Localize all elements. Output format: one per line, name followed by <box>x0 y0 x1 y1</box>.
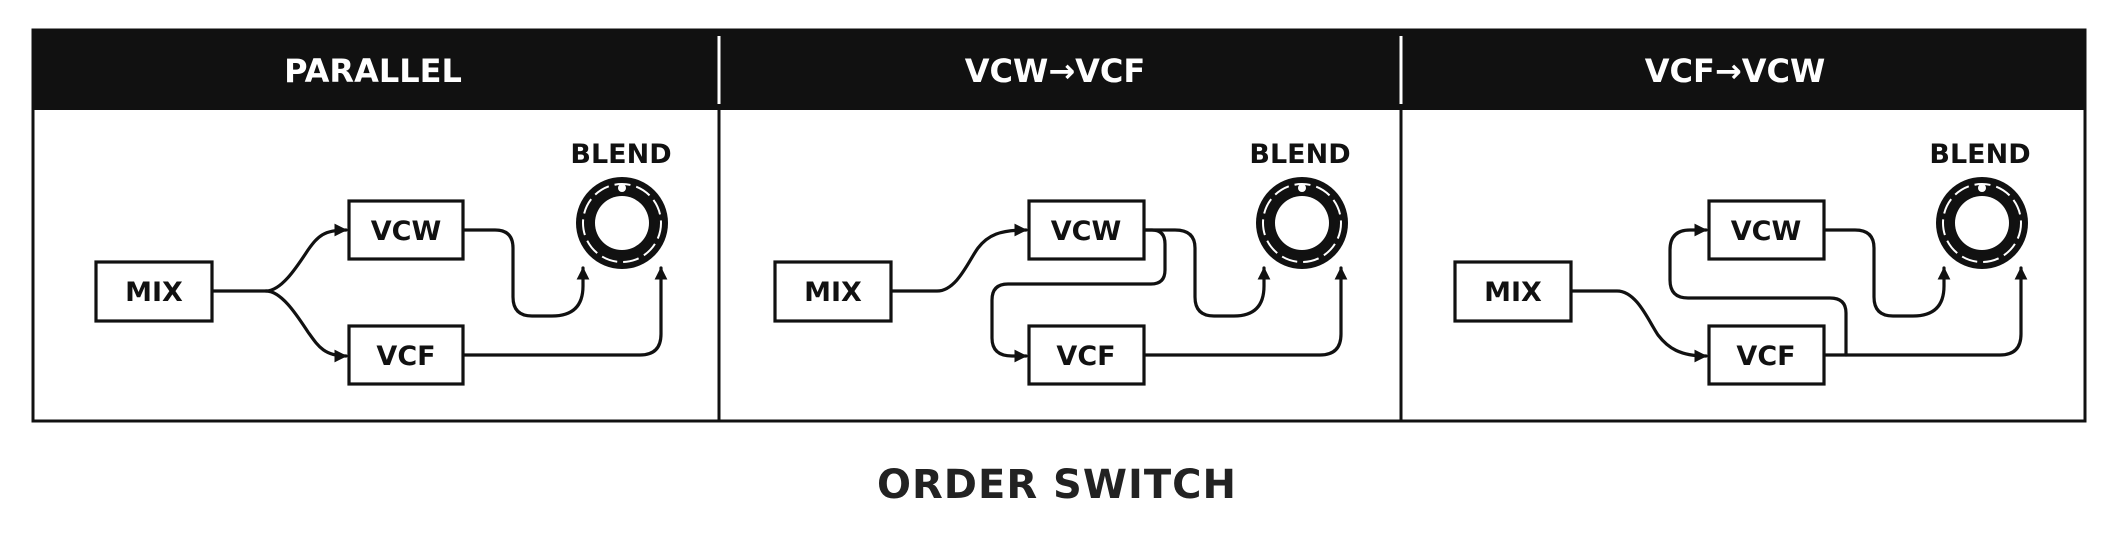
wire-vcw-to-blend <box>1142 228 1271 318</box>
vcf-box <box>1707 324 1826 386</box>
mix-box <box>1453 260 1573 323</box>
diagram-title: ORDER SWITCH <box>877 462 1237 508</box>
vcw-box <box>1027 199 1146 261</box>
vcw-box <box>347 199 465 261</box>
mix-label: MIX <box>1484 277 1542 308</box>
header-bar <box>33 30 2085 110</box>
wire-to-vcw <box>264 223 348 293</box>
vcf-label: VCF <box>1056 341 1115 372</box>
panel-parallel: MIX VCW VCF BLEND <box>94 139 672 386</box>
header-vcw-vcf: VCW→VCF <box>965 52 1145 90</box>
knob-icon <box>576 177 668 269</box>
wire-to-vcf <box>264 289 348 363</box>
blend-label: BLEND <box>1929 139 2030 170</box>
mix-label: MIX <box>125 277 183 308</box>
knob-icon <box>1256 177 1348 269</box>
knob-icon <box>1936 177 2028 269</box>
vcf-label: VCF <box>1736 341 1795 372</box>
panel-vcw-vcf: MIX VCW VCF BLEND <box>773 139 1351 386</box>
vcw-label: VCW <box>1731 216 1802 247</box>
mix-label: MIX <box>804 277 862 308</box>
wire-vcw-to-blend <box>461 228 590 318</box>
header-vcf-vcw: VCF→VCW <box>1645 52 1825 90</box>
mix-box <box>773 260 893 323</box>
wire-vcw-to-blend <box>1822 228 1951 318</box>
panel-frame <box>31 28 2087 423</box>
wire-mix-to-vcf <box>1569 289 1708 363</box>
mix-box <box>94 260 214 323</box>
wire-vcf-to-vcw <box>1668 223 1848 357</box>
wire-vcw-to-vcf <box>990 228 1167 363</box>
vcf-box <box>347 324 465 386</box>
panel-vcf-vcw: MIX VCW VCF BLEND <box>1453 139 2031 386</box>
vcw-label: VCW <box>1051 216 1122 247</box>
vcf-box <box>1027 324 1146 386</box>
blend-label: BLEND <box>1249 139 1350 170</box>
wire-vcf-to-blend <box>1142 266 1348 357</box>
wire-vcf-to-blend <box>1822 266 2028 357</box>
blend-label: BLEND <box>570 139 671 170</box>
vcw-box <box>1707 199 1826 261</box>
vcf-label: VCF <box>376 341 435 372</box>
wire-mix-to-vcw <box>889 223 1028 293</box>
vcw-label: VCW <box>371 216 442 247</box>
wire-vcf-to-blend <box>461 266 668 357</box>
header-parallel: PARALLEL <box>284 52 462 90</box>
